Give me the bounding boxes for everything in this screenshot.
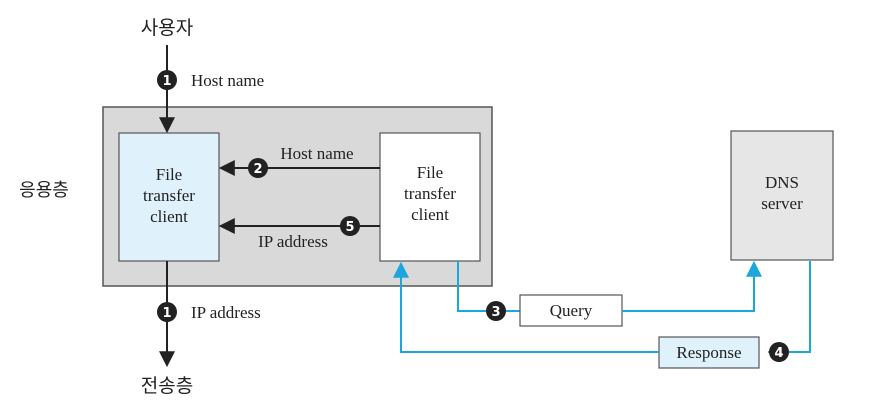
step-4-marker — [769, 342, 789, 362]
step-5-number: 5 — [345, 220, 354, 235]
step-2-marker — [248, 158, 268, 178]
client-left-line2: transfer — [143, 186, 195, 205]
step-3-marker — [486, 301, 506, 321]
dns-server-line2: server — [761, 194, 803, 213]
host-name-inner-label: Host name — [280, 144, 353, 163]
client-left-line3: client — [150, 207, 188, 226]
dns-server-box — [730, 130, 834, 261]
step-2-number: 2 — [253, 162, 262, 177]
step-1-top-marker — [157, 70, 177, 90]
step-1-bottom-number: 1 — [162, 306, 171, 321]
host-name-top-label: Host name — [191, 71, 264, 90]
step-1-bottom-marker — [157, 302, 177, 322]
client-right-line2: transfer — [404, 184, 456, 203]
dns-server-line1: DNS — [765, 173, 799, 192]
file-transfer-client-right — [379, 132, 481, 262]
client-right-line1: File — [417, 163, 443, 182]
query-path-right — [622, 260, 762, 312]
client-right-line3: client — [411, 205, 449, 224]
ip-address-bottom-label: IP address — [191, 303, 261, 322]
response-path-left — [393, 261, 659, 353]
step-3-number: 3 — [491, 305, 500, 320]
response-path-right — [768, 261, 811, 353]
user-label: 사용자 — [141, 17, 193, 39]
response-box — [658, 336, 760, 369]
query-label: Query — [550, 301, 593, 320]
transport-layer-label: 전송층 — [141, 375, 193, 397]
file-transfer-client-left — [118, 132, 220, 262]
step-1-top-number: 1 — [162, 74, 171, 89]
step-5-marker — [340, 216, 360, 236]
step-4-number: 4 — [774, 346, 783, 361]
client-left-line1: File — [156, 165, 182, 184]
response-label: Response — [676, 343, 741, 362]
ip-address-inner-label: IP address — [258, 232, 328, 251]
application-layer-label: 응용층 — [19, 180, 69, 201]
